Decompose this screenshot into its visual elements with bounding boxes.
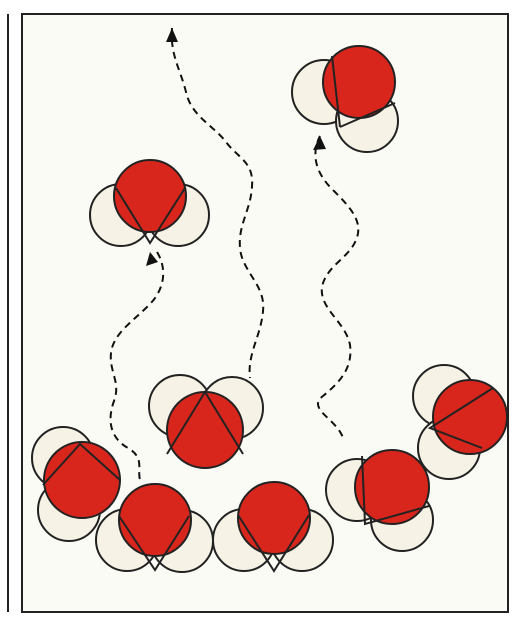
diagram-stage [0,0,516,619]
evaporation-diagram [0,0,516,619]
